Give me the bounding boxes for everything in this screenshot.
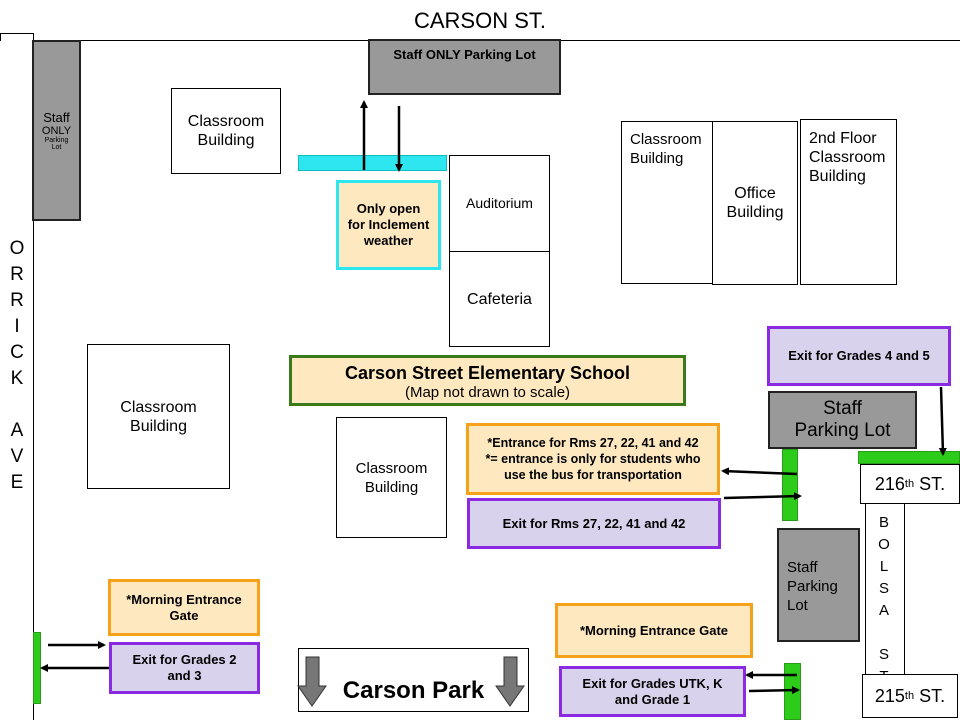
staff-only-parking-lot-top: Staff ONLY Parking Lot — [368, 39, 561, 95]
arrow-out-utk — [748, 686, 800, 695]
exit-grades-utk-k-1: Exit for Grades UTK, K and Grade 1 — [559, 666, 746, 717]
215th-street-word: ST. — [914, 685, 946, 706]
orrick-avenue-letter: A — [10, 420, 24, 441]
staff-only-left-line3: Parking — [44, 137, 69, 144]
staff-parking-lot-right: Staff Parking Lot — [768, 391, 917, 449]
arrow-down-to-216th — [938, 386, 947, 456]
216th-number: 216 — [874, 473, 905, 494]
215th-number: 215 — [874, 685, 905, 706]
exit-grades-2-3: Exit for Grades 2 and 3 — [109, 642, 260, 694]
second-floor-classroom-building: 2nd Floor Classroom Building — [800, 119, 897, 285]
bolsa-street-letter: A — [878, 602, 889, 619]
carson-street-label: CARSON ST. — [413, 8, 547, 33]
park-arrow-right — [495, 656, 525, 707]
staff-parking-lot-lower: Staff Parking Lot — [777, 528, 860, 642]
bus-entrance-gate — [782, 449, 798, 521]
bolsa-street-letter: O — [878, 536, 890, 553]
bolsa-street-letter: B — [878, 514, 889, 531]
park-arrow-left — [297, 656, 327, 707]
classroom-building-top-left: Classroom Building — [171, 88, 281, 174]
staff-only-left-line1: Staff — [43, 110, 70, 125]
orrick-avenue-letter: R — [10, 264, 24, 285]
arrow-out-bus-exit — [723, 492, 802, 501]
auditorium: Auditorium — [449, 155, 550, 252]
bolsa-street-road — [865, 503, 905, 675]
bolsa-street-letter: S — [878, 646, 889, 663]
exit-rms-27-22-41-42: Exit for Rms 27, 22, 41 and 42 — [467, 498, 721, 549]
orrick-avenue-corner — [0, 33, 34, 41]
orrick-avenue-letter: V — [10, 446, 24, 467]
cafeteria: Cafeteria — [449, 251, 550, 347]
carson-park-label: Carson Park — [342, 677, 485, 704]
orrick-avenue-letter: I — [14, 316, 20, 337]
classroom-building-center: Classroom Building — [336, 417, 447, 538]
216th-suffix: th — [904, 478, 915, 490]
arrow-into-bus-entrance — [721, 467, 798, 476]
carson-park: Carson Park — [298, 648, 529, 712]
216th-street-word: ST. — [914, 473, 946, 494]
staff-only-parking-lot-left: Staff ONLY Parking Lot — [32, 40, 81, 221]
map-scale-note: (Map not drawn to scale) — [404, 384, 571, 401]
office-building: Office Building — [712, 121, 798, 285]
215th-suffix: th — [904, 690, 915, 702]
school-name: Carson Street Elementary School — [344, 363, 631, 383]
classroom-building-mid-left: Classroom Building — [87, 344, 230, 489]
school-title-box: Carson Street Elementary School (Map not… — [289, 355, 686, 406]
orrick-avenue-letter: R — [10, 290, 24, 311]
staff-only-left-line4: Lot — [51, 144, 62, 151]
orrick-avenue-edge — [33, 40, 34, 720]
orrick-avenue-letter: K — [10, 368, 24, 389]
bolsa-street-letter: L — [879, 558, 889, 575]
staff-only-left-line2: ONLY — [41, 125, 72, 137]
morning-entrance-gate-left: *Morning Entrance Gate — [108, 579, 260, 636]
inclement-weather-note: Only open for Inclement weather — [336, 180, 441, 270]
orrick-avenue-letter: O — [9, 238, 25, 259]
entrance-rms-bus-only: *Entrance for Rms 27, 22, 41 and 42 *= e… — [466, 423, 720, 495]
inclement-gate-bar — [298, 155, 447, 171]
bolsa-street-letter: S — [878, 580, 889, 597]
morning-entrance-gate-right: *Morning Entrance Gate — [555, 603, 753, 658]
orrick-avenue-letter: C — [10, 342, 24, 363]
orrick-avenue-letter: E — [10, 472, 24, 493]
exit-grades-4-5: Exit for Grades 4 and 5 — [767, 326, 951, 386]
